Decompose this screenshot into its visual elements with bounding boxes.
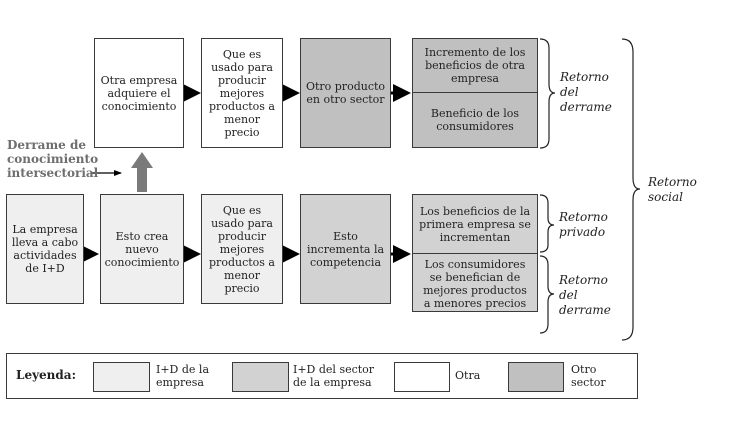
- spillover-up-arrow: [131, 152, 153, 192]
- label-bottom-spillover-return: Retorno del derrame: [559, 273, 619, 318]
- box-firm-does-rd: La empresa lleva a cabo actividades de I…: [6, 194, 84, 304]
- box-bottom-used-to-produce-text: Que es usado para producir mejores produ…: [209, 203, 275, 295]
- label-private-return-text: Retorno privado: [559, 210, 608, 239]
- box-firm-does-rd-text: La empresa lleva a cabo actividades de I…: [11, 223, 79, 275]
- box-top-result-profits-text: Incremento de los beneficios de otra emp…: [424, 46, 526, 85]
- label-top-spillover-return: Retorno del derrame: [560, 70, 620, 115]
- legend-label-other: Otra: [455, 369, 481, 382]
- label-intersectoral-spillover-text: Derrame de conocimiento intersectorial: [7, 138, 99, 180]
- box-top-result-profits: Incremento de los beneficios de otra emp…: [413, 39, 537, 93]
- box-other-firm-acquires: Otra empresa adquiere el conocimiento: [94, 38, 184, 148]
- box-top-result-consumers: Beneficio de los consumidores: [413, 93, 537, 147]
- box-top-used-to-produce: Que es usado para producir mejores produ…: [201, 38, 283, 148]
- brace-bottom-spillover: [539, 255, 555, 334]
- box-bottom-result-consumers-text: Los consumidores se benefician de mejore…: [423, 257, 527, 310]
- box-bottom-used-to-produce: Que es usado para producir mejores produ…: [201, 194, 283, 304]
- box-creates-knowledge-text: Esto crea nuevo conocimiento: [104, 229, 180, 269]
- box-bottom-results: Los beneficios de la primera empresa se …: [412, 194, 538, 312]
- brace-social: [621, 38, 641, 341]
- legend-swatch-sector-rd: [232, 362, 289, 392]
- legend-label-other-sector: Otro sector: [571, 363, 606, 389]
- legend-label-firm-rd: I+D de la empresa: [156, 363, 210, 389]
- box-other-product-text: Otro producto en otro sector: [305, 80, 386, 106]
- label-social-return: Retorno social: [648, 175, 712, 205]
- box-increases-competition-text: Esto incrementa la competencia: [306, 229, 385, 269]
- legend-label-sector-rd: I+D del sector de la empresa: [293, 363, 375, 389]
- box-other-firm-acquires-text: Otra empresa adquiere el conocimiento: [100, 73, 178, 113]
- legend-swatch-firm-rd: [93, 362, 150, 392]
- label-top-spillover-return-text: Retorno del derrame: [560, 70, 612, 114]
- legend: Leyenda: I+D de la empresa I+D del secto…: [6, 353, 638, 399]
- legend-swatch-other-sector: [508, 362, 564, 392]
- brace-private: [539, 194, 555, 253]
- legend-swatch-other: [394, 362, 450, 392]
- brace-top-spillover: [539, 38, 556, 149]
- legend-title: Leyenda:: [16, 368, 76, 382]
- label-bottom-spillover-return-text: Retorno del derrame: [559, 273, 611, 317]
- box-creates-knowledge: Esto crea nuevo conocimiento: [100, 194, 184, 304]
- box-top-used-to-produce-text: Que es usado para producir mejores produ…: [209, 47, 275, 139]
- box-top-results: Incremento de los beneficios de otra emp…: [412, 38, 538, 148]
- label-social-return-text: Retorno social: [648, 175, 697, 204]
- box-top-result-consumers-text: Beneficio de los consumidores: [430, 107, 520, 133]
- label-private-return: Retorno privado: [559, 210, 619, 240]
- box-other-product-other-sector: Otro producto en otro sector: [300, 38, 391, 148]
- label-intersectoral-spillover: Derrame de conocimiento intersectorial: [7, 138, 99, 180]
- box-bottom-result-consumers: Los consumidores se benefician de mejore…: [413, 254, 537, 313]
- box-bottom-result-profits-text: Los beneficios de la primera empresa se …: [419, 204, 531, 244]
- box-increases-competition: Esto incrementa la competencia: [300, 194, 391, 304]
- box-bottom-result-profits: Los beneficios de la primera empresa se …: [413, 195, 537, 254]
